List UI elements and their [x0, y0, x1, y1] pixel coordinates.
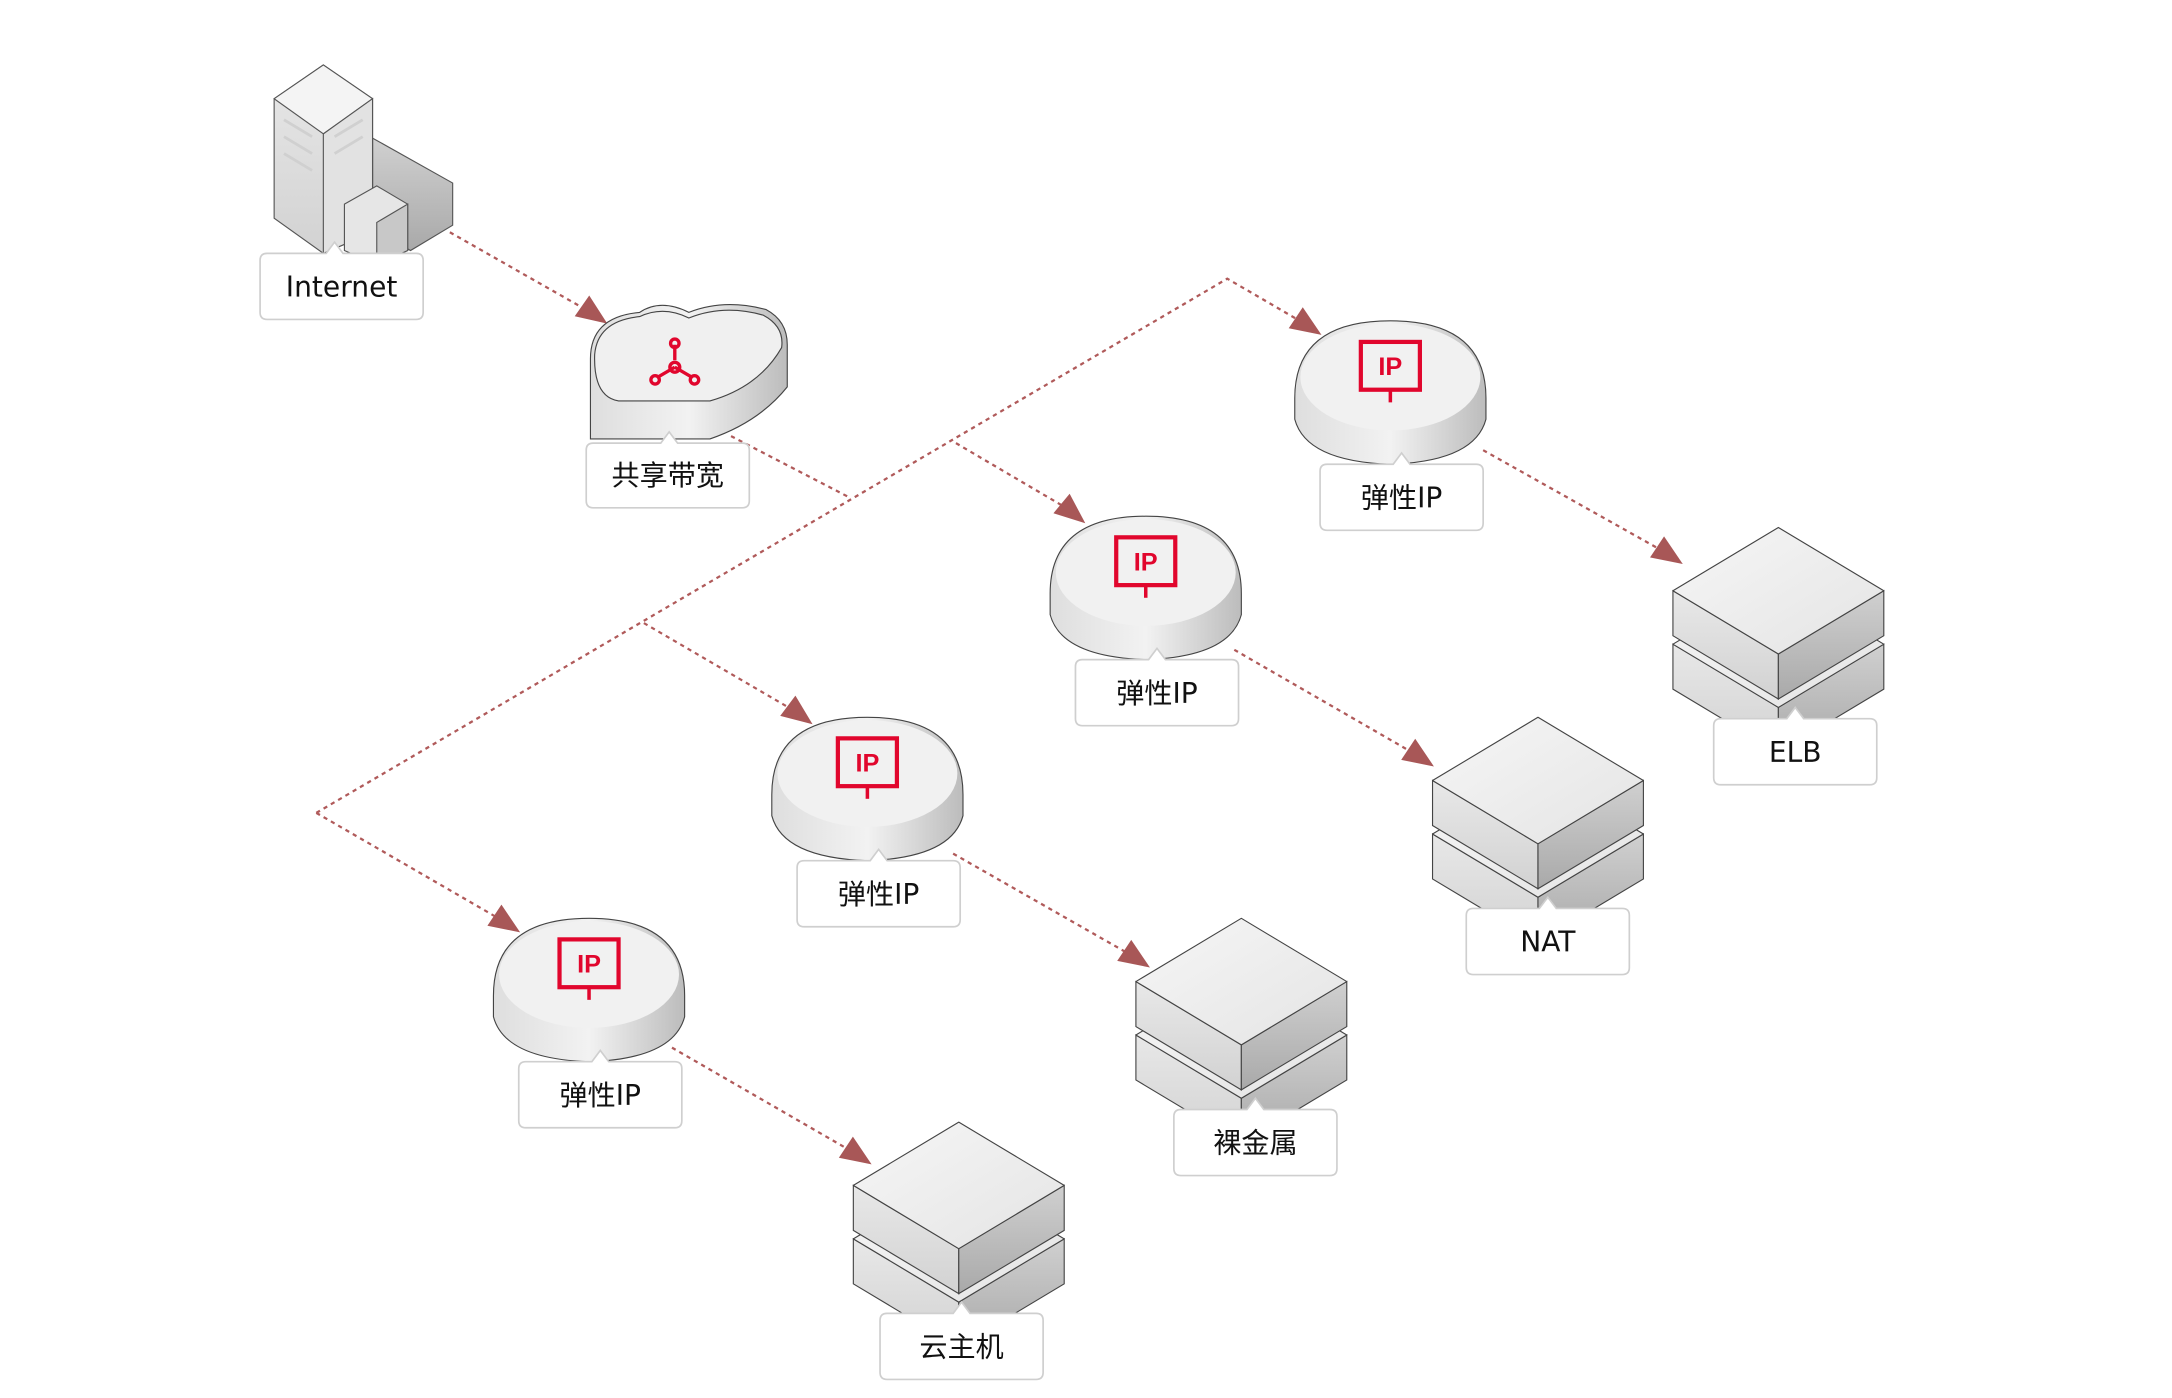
ip-badge-icon: IP — [835, 736, 900, 799]
link-eip4-ecs — [671, 1046, 856, 1155]
arrowhead — [574, 295, 608, 324]
label-box — [1173, 1096, 1338, 1177]
ip-badge-text: IP — [577, 951, 601, 979]
link-trunk-eip3 — [643, 622, 797, 713]
shared-bandwidth-node[interactable]: 共享带宽 — [585, 304, 788, 509]
arrowhead — [1053, 493, 1086, 524]
link-eip1-elb — [1482, 449, 1667, 554]
arrowhead — [780, 695, 813, 725]
ip-badge-icon: IP — [1114, 535, 1178, 598]
link-eip2-nat — [1233, 648, 1418, 757]
arrowheads — [487, 295, 1683, 1165]
arrowhead — [1401, 738, 1434, 767]
arrowhead — [1288, 307, 1322, 335]
arrowhead — [487, 904, 521, 933]
link-trunk-eip4 — [315, 811, 504, 923]
label-box — [259, 240, 424, 321]
server-stack-icon — [1135, 917, 1348, 1145]
label-box — [585, 430, 751, 509]
elastic-ip-node[interactable]: IP 弹性IP — [1294, 320, 1487, 532]
nat-node[interactable]: NAT — [1431, 716, 1644, 976]
ip-badge-text: IP — [1378, 353, 1402, 381]
shared-bandwidth-label: 共享带宽 — [612, 459, 724, 492]
elastic-ip-label: 弹性IP — [1361, 481, 1442, 514]
building-icon — [273, 64, 454, 266]
link-trunk-eip2 — [955, 442, 1069, 511]
label-box — [1319, 451, 1484, 532]
elastic-ip-node[interactable]: IP 弹性IP — [771, 716, 964, 928]
cloud-icon — [589, 304, 788, 440]
elb-node[interactable]: ELB — [1672, 526, 1885, 786]
shared-bandwidth-icon — [649, 337, 701, 386]
bms-label: 裸金属 — [1213, 1127, 1297, 1160]
elastic-ip-node[interactable]: IP 弹性IP — [1049, 515, 1242, 727]
ip-badge-icon: IP — [557, 937, 621, 1000]
ip-badge-text: IP — [855, 750, 879, 778]
elb-label: ELB — [1769, 736, 1822, 769]
arrowhead — [838, 1136, 872, 1165]
bms-node[interactable]: 裸金属 — [1135, 917, 1348, 1177]
arrowhead — [1650, 536, 1683, 565]
link-internet-bandwidth — [449, 231, 594, 315]
elastic-ip-label: 弹性IP — [1116, 677, 1197, 710]
link-trunk — [315, 277, 1306, 814]
label-box — [517, 1049, 683, 1129]
label-box — [796, 848, 962, 928]
label-box — [1712, 706, 1878, 786]
link-eip3-bms — [952, 852, 1134, 958]
internet-node[interactable]: Internet — [259, 64, 454, 321]
server-stack-icon — [1431, 716, 1644, 944]
label-box — [879, 1300, 1044, 1381]
arrowhead — [1117, 939, 1150, 968]
internet-label: Internet — [286, 271, 398, 304]
label-box — [1465, 895, 1631, 976]
nat-label: NAT — [1520, 926, 1576, 959]
elastic-ip-label: 弹性IP — [560, 1079, 641, 1112]
ip-badge-text: IP — [1134, 549, 1158, 577]
label-box — [1074, 646, 1240, 727]
ip-badge-icon: IP — [1358, 339, 1422, 403]
elastic-ip-label: 弹性IP — [838, 878, 919, 911]
ecs-label: 云主机 — [919, 1331, 1003, 1364]
elastic-ip-node[interactable]: IP 弹性IP — [492, 917, 686, 1129]
ecs-node[interactable]: 云主机 — [852, 1121, 1065, 1381]
connection-lines — [315, 231, 1667, 1155]
